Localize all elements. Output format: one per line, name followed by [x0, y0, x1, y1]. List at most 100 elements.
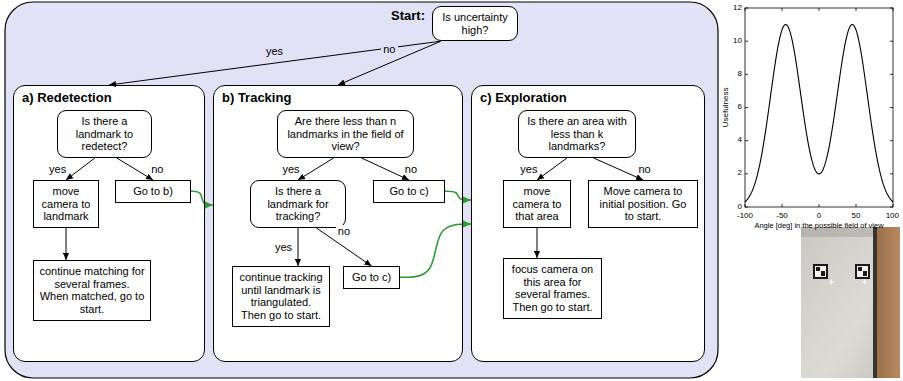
axis-tick — [819, 8, 820, 11]
axis-tick — [890, 173, 893, 174]
section-panel: b) TrackingAre there less than n landmar… — [213, 85, 463, 362]
axis-tick — [745, 140, 748, 141]
flow-arrow — [298, 228, 299, 266]
jump-arrow — [445, 191, 471, 200]
decision-box: Are there less than n landmarks in the f… — [277, 110, 414, 158]
axis-tick — [782, 8, 783, 11]
axis-tick — [856, 204, 857, 207]
node-text: Go to c) — [349, 271, 394, 284]
marker-border — [813, 264, 828, 279]
axis-tick — [856, 8, 857, 11]
tick-label: 8 — [738, 70, 742, 79]
node-text: continue tracking until landmark is tria… — [238, 271, 324, 322]
axis-tick — [745, 41, 748, 42]
marker-cross — [829, 280, 834, 285]
decision-box: Is there a landmark for tracking? — [250, 180, 346, 228]
panel-title: a) Redetection — [14, 86, 204, 106]
node-text: Is there an area with less than k landma… — [524, 115, 630, 153]
decision-box: Start:Is uncertainty high? — [432, 6, 518, 41]
process-box: move camera to that area — [503, 180, 571, 228]
panel-ground — [13, 85, 205, 362]
node-text: focus camera on this area for several fr… — [509, 263, 596, 314]
edge-label: yes — [273, 241, 294, 254]
edge-label: yes — [264, 45, 285, 58]
tick-label: 4 — [738, 136, 742, 145]
process-box: focus camera on this area for several fr… — [503, 258, 602, 319]
tick-label: 6 — [738, 103, 742, 112]
photo-marker — [855, 264, 870, 285]
axis-tick — [893, 8, 894, 11]
node-text: Is uncertainty high? — [438, 11, 512, 36]
tick-label: -50 — [776, 212, 788, 221]
edge-label: no — [381, 43, 397, 56]
axis-tick — [745, 207, 748, 208]
marker-cell — [816, 267, 820, 271]
axis-tick — [890, 140, 893, 141]
plot-frame — [745, 8, 893, 207]
axis-title: Angle [deg] in the possible field of vie… — [754, 222, 883, 230]
flow-arrow — [338, 41, 441, 85]
process-box: Go to c) — [373, 180, 445, 203]
process-box: move camera to landmark — [33, 180, 99, 228]
decision-box: Is there a landmark to redetect? — [57, 110, 152, 158]
process-box: continue matching for several frames. Wh… — [33, 260, 151, 321]
flow-arrow — [537, 158, 567, 180]
panel-title: b) Tracking — [214, 86, 462, 106]
photo-marker — [813, 264, 834, 285]
process-box: Go to b) — [115, 180, 191, 203]
node-text: Are there less than n landmarks in the f… — [283, 115, 408, 153]
flow-arrow — [298, 158, 334, 180]
jump-arrow — [400, 224, 471, 277]
usefulness-chart — [745, 8, 893, 207]
node-text: move camera to landmark — [39, 185, 93, 223]
section-panel: a) Redetection Is there a landmark to red… — [13, 85, 205, 362]
tick-label: 10 — [733, 37, 742, 46]
photo-door — [877, 227, 900, 378]
camera-photo — [801, 227, 900, 378]
axis-tick — [745, 8, 748, 9]
photo-door-frame — [873, 227, 877, 378]
panel-ground — [213, 85, 463, 362]
axis-tick — [893, 204, 894, 207]
node-text: Is there a landmark to redetect? — [63, 115, 146, 153]
tick-label: 50 — [852, 212, 861, 221]
axis-tick — [890, 74, 893, 75]
edge-label: yes — [518, 163, 539, 176]
marker-border — [855, 264, 870, 279]
axis-tick — [890, 107, 893, 108]
flow-arrow — [66, 158, 95, 180]
marker-cross — [862, 280, 867, 285]
axis-tick — [745, 107, 748, 108]
flow-arrow — [537, 228, 538, 258]
panel-title: c) Exploration — [472, 86, 704, 106]
connectors — [66, 41, 643, 277]
axis-tick — [890, 8, 893, 9]
edge-label: no — [636, 163, 652, 176]
axis-tick — [819, 204, 820, 207]
tick-label: 100 — [886, 212, 899, 221]
edge-label: yes — [47, 163, 68, 176]
usefulness-curve — [745, 25, 893, 202]
panel-grounds — [13, 85, 705, 362]
edge-label: no — [149, 163, 165, 176]
node-text: continue matching for several frames. Wh… — [39, 265, 145, 316]
flow-arrow — [66, 228, 67, 260]
start-heading: Start: — [391, 9, 425, 24]
flow-arrow — [117, 158, 153, 180]
axis-tick — [782, 204, 783, 207]
node-text: Go to c) — [379, 185, 439, 198]
decision-box: Is there an area with less than k landma… — [518, 110, 636, 158]
tick-label: 12 — [733, 4, 742, 13]
axis-tick — [890, 207, 893, 208]
process-box: Go to c) — [343, 266, 400, 289]
tick-label: -100 — [737, 212, 753, 221]
process-box: Move camera to initial position. Go to s… — [588, 180, 698, 228]
marker-cell — [863, 271, 867, 276]
axis-tick — [745, 204, 746, 207]
section-panel: c) Exploration Is there an area with less… — [471, 85, 705, 362]
tick-label: 0 — [738, 203, 742, 212]
marker-field — [815, 266, 826, 277]
panel-ground — [471, 85, 705, 362]
